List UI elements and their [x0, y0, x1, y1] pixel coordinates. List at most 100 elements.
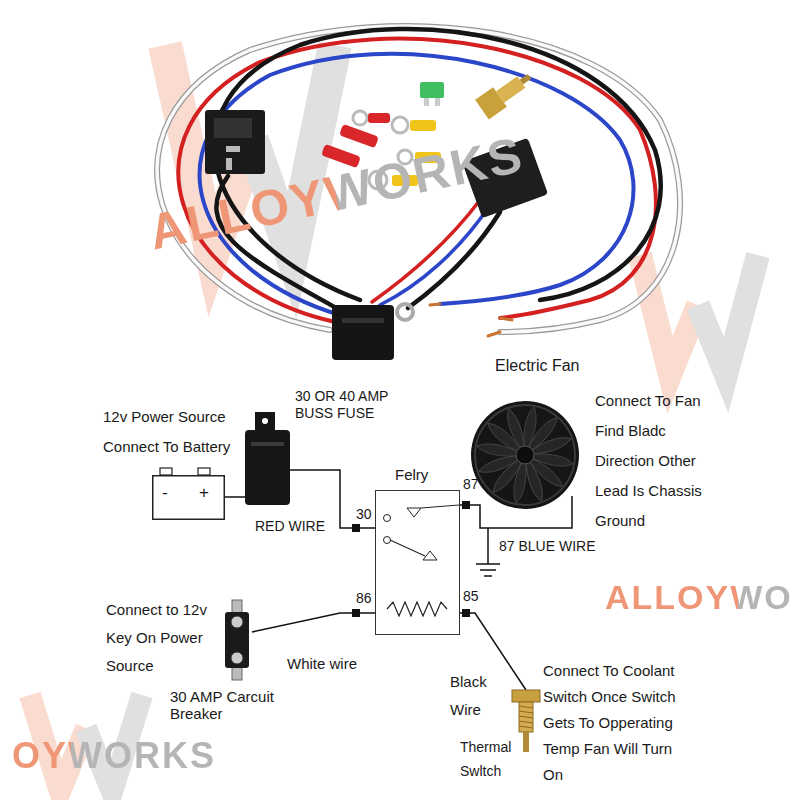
thread-line [519, 711, 533, 713]
relay-title: Felry [395, 466, 428, 484]
thread-line [519, 726, 533, 728]
watermark: ALLOYWO [605, 578, 793, 617]
thread-line [519, 721, 533, 723]
fuse-detail [251, 442, 284, 446]
breaker-bolt [231, 652, 243, 664]
fuse-outline [245, 412, 290, 505]
ground-bar [484, 575, 492, 577]
contact-triangle [423, 551, 437, 560]
yellow-insulator [410, 120, 436, 131]
wire-label: 87 BLUE WIRE [497, 538, 597, 555]
breaker-bolt [231, 616, 243, 628]
pin-terminal [352, 524, 360, 532]
pin-number: 30 [356, 506, 372, 522]
red-insulator [368, 113, 390, 123]
fan-note: Connect To Fan Find Bladc Direction Othe… [595, 386, 720, 536]
thread-line [519, 706, 533, 708]
relay-outline [375, 490, 460, 635]
relay-pin [226, 146, 240, 152]
fan-outline [470, 400, 580, 510]
battery-terminal [160, 468, 172, 475]
pin-terminal [352, 609, 360, 617]
contact-triangle [407, 508, 421, 517]
thermal-outline [512, 690, 540, 752]
sensor-thread [519, 702, 533, 732]
ground-bar [480, 569, 496, 571]
battery-terminal [198, 468, 210, 475]
ring-terminal [392, 117, 408, 133]
switch-note: Connect To Coolant Switch Once Switch Ge… [543, 658, 691, 788]
terminal-sign: - [162, 483, 168, 503]
thread-line [519, 716, 533, 718]
copper-tip [488, 332, 500, 336]
wire-connector [225, 496, 245, 498]
pin-number: 86 [356, 590, 372, 606]
breaker-tab [232, 600, 242, 614]
fan-title: Electric Fan [495, 356, 579, 375]
fuse-holder-detail [342, 318, 384, 323]
switch-label: Thermal Swltch [460, 735, 516, 783]
copper-tip [430, 304, 440, 305]
relay-pin [226, 158, 232, 170]
battery-note: 12v Power Source Connect To Battery [103, 402, 243, 462]
fuse-blade [424, 98, 429, 106]
pin-terminal [462, 501, 470, 509]
breaker-tab [232, 666, 242, 680]
battery-symbol: 12v Power Source Connect To Battery-+ [152, 475, 225, 520]
electric-fan: Electric FanConnect To Fan Find Bladc Di… [470, 400, 580, 510]
fan-hub [516, 446, 534, 464]
battery-case [153, 476, 225, 520]
ring-terminal [353, 111, 367, 125]
blue-wire [380, 205, 490, 305]
relay-box: Felry30878685 [375, 490, 460, 635]
circuit-breaker: Connect to 12v Key On Power Source30 AMP… [222, 600, 252, 680]
contact [384, 515, 391, 522]
wire-label: White wire [285, 655, 359, 673]
relay-outline [376, 491, 460, 635]
fuse-holder-photo [332, 305, 394, 360]
relay-sticker [214, 118, 252, 138]
sensor-tip [523, 732, 529, 752]
sensor-tip [520, 74, 532, 85]
thermal-switch: Thermal SwltchConnect To Coolant Switch … [512, 690, 540, 752]
watermark: OYWORKS [12, 735, 216, 776]
wire-label: RED WIRE [253, 518, 327, 535]
pin-terminal [462, 609, 470, 617]
ground-lead [487, 528, 489, 564]
blade-fuse-photo [420, 82, 444, 106]
fuse-holder: 30 OR 40 AMP BUSS FUSE [245, 412, 290, 505]
pin-number: 85 [463, 588, 479, 604]
breaker-body [225, 612, 249, 668]
breaker-note: Connect to 12v Key On Power Source [106, 596, 216, 680]
contact-lead [421, 505, 459, 508]
terminal-sign: + [199, 483, 209, 503]
butt-connector [339, 124, 379, 148]
fan-frame [471, 401, 579, 509]
contact [384, 537, 391, 544]
fuse-tab-hole [262, 418, 268, 424]
black-wire [408, 212, 500, 308]
switch-arm [390, 540, 425, 556]
fan-lead [571, 496, 573, 510]
logo-stroke [698, 255, 758, 375]
breaker-label: 30 AMP Carcuit Breaker [170, 688, 300, 722]
temperature-sensor-photo [475, 67, 536, 120]
relay-coil [387, 602, 447, 616]
relay-cube [205, 110, 265, 174]
sensor-nut [512, 690, 540, 702]
fuse-body [245, 430, 290, 505]
pin-number: 87 [463, 476, 479, 492]
ground-bar [476, 563, 500, 565]
wire-connector [460, 505, 572, 528]
fan-ring [475, 405, 575, 505]
red-wire [372, 200, 480, 302]
wire-label: Black Wire [448, 668, 502, 724]
ring-terminal [397, 304, 413, 320]
copper-tip [500, 318, 512, 320]
fuse-label: 30 OR 40 AMP BUSS FUSE [295, 388, 400, 422]
relay-photo [205, 110, 265, 174]
breaker-outline [222, 600, 252, 680]
fuse-body [420, 82, 444, 98]
fuse-blade [435, 98, 440, 106]
